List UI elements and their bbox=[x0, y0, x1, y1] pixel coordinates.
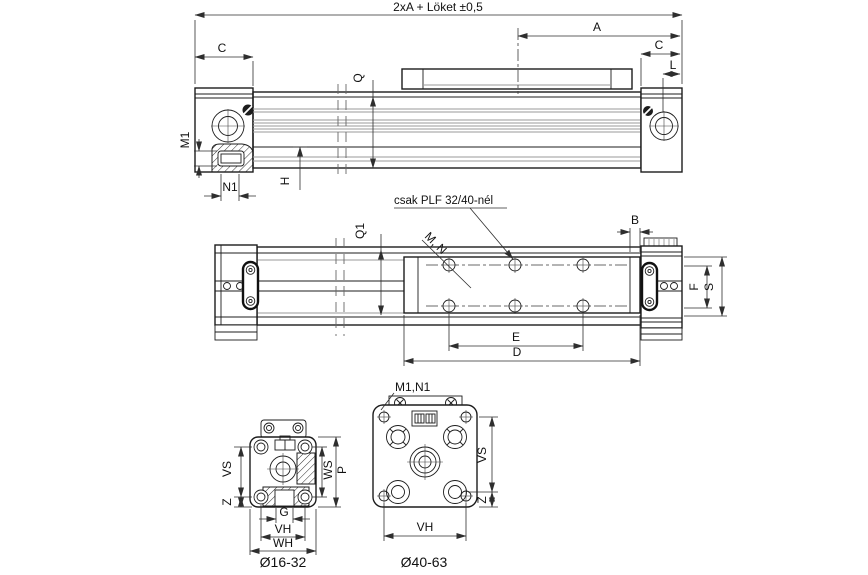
front-view-geometry bbox=[194, 68, 683, 180]
dim-label-c-right: C bbox=[655, 38, 664, 52]
dim-label-ws: WS bbox=[321, 460, 335, 479]
end-view-large: M1,N1 VS Z VH Ø40-63 bbox=[372, 380, 498, 570]
dim-label-p: P bbox=[335, 466, 349, 474]
dim-label-wh: WH bbox=[273, 536, 293, 550]
dim-label-vh-small: VH bbox=[275, 522, 292, 536]
dim-label-vh-large: VH bbox=[417, 520, 434, 534]
sensor-slot-large bbox=[411, 410, 438, 427]
cylinder-barrel-front bbox=[252, 91, 642, 169]
dim-label-vs-large: VS bbox=[475, 447, 489, 463]
end-view-small-title: Ø16-32 bbox=[260, 554, 307, 570]
dim-label-q: Q bbox=[351, 73, 365, 82]
plan-end-cap-right bbox=[640, 237, 683, 341]
dim-label-a: A bbox=[593, 20, 601, 34]
dim-label-z-large: Z bbox=[475, 496, 489, 503]
dim-label-s: S bbox=[702, 283, 716, 291]
mounting-holes bbox=[441, 257, 591, 314]
plan-end-cap-left bbox=[214, 244, 260, 341]
note-plf-label: csak PLF 32/40-nél bbox=[394, 195, 493, 207]
slide-plate-plan bbox=[403, 256, 641, 314]
plan-view-geometry bbox=[214, 237, 683, 341]
label-m1n1: M1,N1 bbox=[395, 380, 431, 394]
end-view-small-dimensions: VS Z WS P G VH bbox=[220, 436, 349, 570]
port-cutaway-hatch bbox=[296, 452, 316, 485]
end-cap-left bbox=[194, 87, 254, 173]
end-cap-right bbox=[640, 87, 683, 173]
dim-label-c-left: C bbox=[218, 41, 227, 55]
dim-label-n1: N1 bbox=[222, 180, 238, 194]
dim-label-z-small: Z bbox=[220, 498, 234, 505]
dim-label-q1: Q1 bbox=[353, 223, 367, 239]
dim-label-overall-length: 2xA + Löket ±0,5 bbox=[393, 0, 483, 14]
plan-view: csak PLF 32/40-nél Q1 M, N B F bbox=[214, 195, 727, 366]
end-view-large-geometry bbox=[372, 395, 478, 508]
dim-label-m1: M1 bbox=[178, 131, 192, 148]
bottom-slot-g bbox=[274, 489, 295, 507]
end-view-small-geometry bbox=[249, 419, 317, 508]
guide-bracket-left bbox=[241, 260, 260, 311]
front-view: 2xA + Löket ±0,5 A C L C Q bbox=[178, 0, 683, 201]
dim-label-e: E bbox=[512, 330, 520, 344]
dim-label-l: L bbox=[670, 58, 677, 72]
end-view-small: VS Z WS P G VH bbox=[220, 419, 349, 570]
slide-carriage-top bbox=[401, 68, 633, 90]
guide-bracket-right bbox=[640, 261, 659, 312]
end-view-large-dimensions: M1,N1 VS Z VH Ø40-63 bbox=[380, 380, 498, 570]
dim-label-f: F bbox=[687, 283, 701, 290]
front-view-dimensions: 2xA + Löket ±0,5 A C L C Q bbox=[178, 0, 683, 201]
end-view-large-title: Ø40-63 bbox=[401, 554, 448, 570]
dim-label-h: H bbox=[278, 177, 292, 186]
dim-label-b: B bbox=[631, 213, 639, 227]
dim-label-vs-small: VS bbox=[220, 461, 234, 477]
cushion-slot bbox=[217, 150, 245, 167]
plan-view-dimensions: csak PLF 32/40-nél Q1 M, N B F bbox=[353, 195, 727, 366]
dim-label-d: D bbox=[513, 345, 522, 359]
dim-label-g: G bbox=[279, 505, 288, 519]
